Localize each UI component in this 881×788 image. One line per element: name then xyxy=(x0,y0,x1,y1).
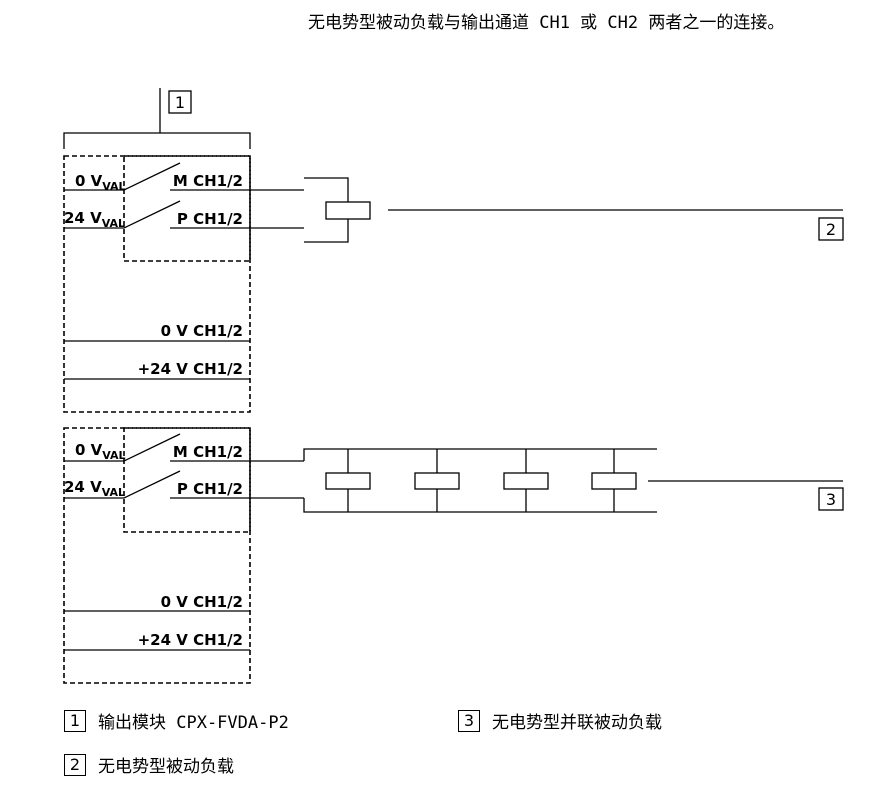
top-load-wiring xyxy=(304,177,349,243)
bottom-0v-rail-label: 0 V CH1/2 xyxy=(161,593,243,611)
parallel-load-1 xyxy=(325,472,371,490)
legend-text: 无电势型并联被动负载 xyxy=(492,713,662,733)
module-bracket xyxy=(63,132,251,149)
intro-text: 无电势型被动负载与输出通道 CH1 或 CH2 两者之一的连接。 xyxy=(308,13,785,33)
top-0v-val-label: 0 VVAL xyxy=(75,172,126,193)
top-0v-rail-label: 0 V CH1/2 xyxy=(161,322,243,340)
bottom-24v-val-label: 24 VVAL xyxy=(64,478,125,499)
marker-2-box xyxy=(818,217,844,241)
marker-2-label: 2 xyxy=(826,220,836,239)
marker-1-label: 1 xyxy=(175,93,185,112)
legend-item-3: 3 无电势型并联被动负载 xyxy=(458,708,662,733)
legend-text: 输出模块 CPX-FVDA-P2 xyxy=(98,713,289,733)
legend-item-1: 1 输出模块 CPX-FVDA-P2 xyxy=(64,708,289,733)
top-switch-p xyxy=(123,200,181,229)
bottom-switch-m xyxy=(123,433,181,462)
top-p-ch-label: P CH1/2 xyxy=(177,210,243,228)
marker-3-label: 3 xyxy=(826,490,836,509)
legend-number: 3 xyxy=(458,709,480,732)
bottom-switch-p xyxy=(123,470,181,499)
legend-number: 2 xyxy=(64,753,86,776)
wiring-diagram: 1 2 3 0 VVAL 24 VVAL M CH1/2 P CH1/2 0 V… xyxy=(63,88,844,684)
top-m-ch-label: M CH1/2 xyxy=(173,172,243,190)
parallel-load-4 xyxy=(591,472,637,490)
legend-item-2: 2 无电势型被动负载 xyxy=(64,752,234,777)
bottom-0v-val-label: 0 VVAL xyxy=(75,441,126,462)
top-switch-m xyxy=(123,162,181,191)
legend-text: 无电势型被动负载 xyxy=(98,757,234,777)
parallel-load-2 xyxy=(414,472,460,490)
marker-1-box xyxy=(168,90,192,114)
top-load xyxy=(325,201,371,220)
bottom-24v-rail-label: +24 V CH1/2 xyxy=(138,631,243,649)
legend-number: 1 xyxy=(64,709,86,732)
parallel-load-3 xyxy=(503,472,549,490)
module-top-switch-box xyxy=(123,155,251,262)
bottom-p-ch-label: P CH1/2 xyxy=(177,480,243,498)
top-24v-val-label: 24 VVAL xyxy=(64,209,125,230)
top-24v-rail-label: +24 V CH1/2 xyxy=(138,360,243,378)
bottom-m-ch-label: M CH1/2 xyxy=(173,443,243,461)
parallel-bus xyxy=(303,448,657,513)
marker-3-box xyxy=(818,487,844,511)
module-bottom-switch-box xyxy=(123,427,251,533)
